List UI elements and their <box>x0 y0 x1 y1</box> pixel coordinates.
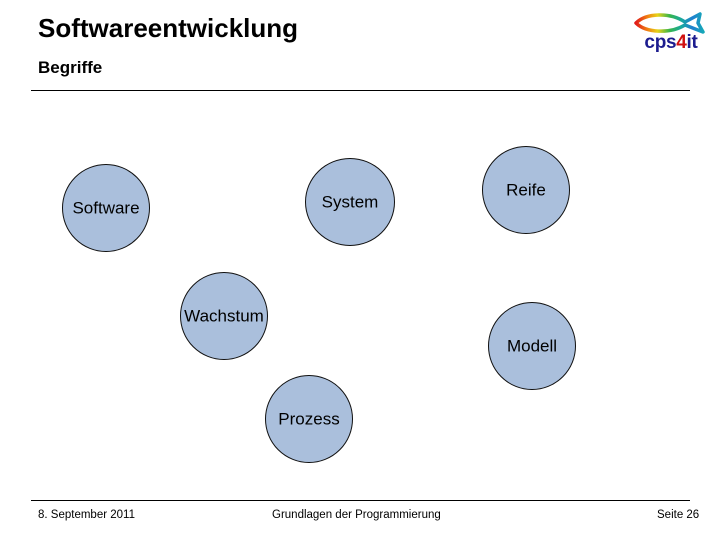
concept-label: Modell <box>506 336 558 356</box>
header-divider <box>31 90 690 91</box>
concept-circle-software[interactable]: Software <box>62 164 150 252</box>
logo-text-part1: cps <box>644 32 677 53</box>
rainbow-fish-icon <box>634 12 705 34</box>
footer-date: 8. September 2011 <box>38 509 135 521</box>
page-title: Softwareentwicklung <box>38 13 299 43</box>
logo-text: cps4it <box>633 32 709 54</box>
concept-label: Prozess <box>278 409 340 429</box>
concept-label: Reife <box>506 180 546 200</box>
concept-circle-modell[interactable]: Modell <box>488 302 576 390</box>
concept-circle-reife[interactable]: Reife <box>482 146 570 234</box>
footer-topic: Grundlagen der Programmierung <box>272 509 441 521</box>
footer-page-number: Seite 26 <box>657 509 700 521</box>
concept-circle-system[interactable]: System <box>305 158 395 246</box>
page-subtitle: Begriffe <box>38 58 103 77</box>
logo-text-accent: 4 <box>676 32 687 53</box>
logo: cps4it <box>633 12 709 58</box>
concept-circle-wachstum[interactable]: Wachstum <box>180 272 268 360</box>
concept-label: System <box>321 192 379 212</box>
concept-label: Wachstum <box>184 306 264 326</box>
concept-label: Software <box>72 198 140 218</box>
concept-circle-prozess[interactable]: Prozess <box>265 375 353 463</box>
logo-text-part2: it <box>686 32 698 53</box>
footer-divider <box>31 500 690 501</box>
